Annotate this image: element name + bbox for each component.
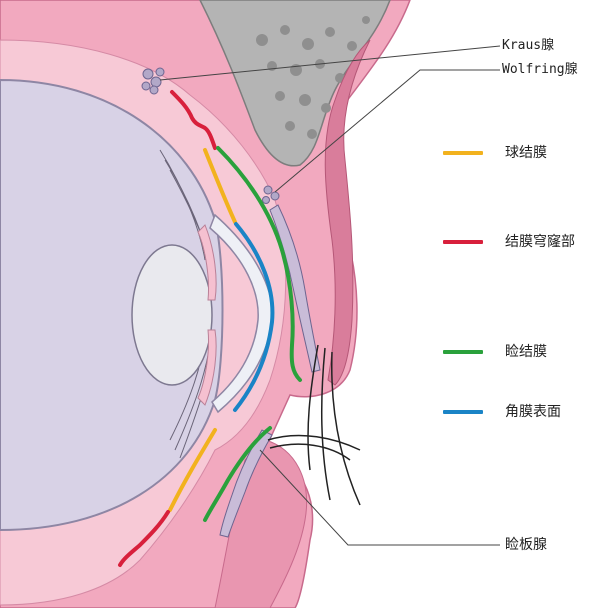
lower-meibomian-gland <box>219 429 273 538</box>
wolfring-gland <box>262 185 280 204</box>
palpebral-lower-line <box>203 426 272 522</box>
bulbar-lower-line <box>168 428 217 512</box>
eyeball <box>0 78 224 532</box>
legend-swatch-cornea <box>443 410 483 414</box>
eyelashes <box>267 344 361 506</box>
legend-label-palpebral: 睑结膜 <box>505 344 547 360</box>
fornix-lower-line <box>118 510 170 567</box>
kraus-gland <box>141 67 165 95</box>
lens <box>131 244 213 386</box>
fornix-upper-line <box>170 90 217 150</box>
legend-swatch-bulbar <box>443 151 483 155</box>
bulbar-upper-line <box>203 148 237 224</box>
wolfring-gland-label: Wolfring腺 <box>502 62 578 77</box>
legend-label-fornix: 结膜穹窿部 <box>505 234 575 250</box>
bone-texture <box>256 16 370 139</box>
cornea-surface-line <box>233 222 275 412</box>
legend-swatch-fornix <box>443 240 483 244</box>
legend-swatch-palpebral <box>443 350 483 354</box>
legend-label-bulbar: 球结膜 <box>505 145 547 161</box>
palpebral-upper-line <box>216 146 302 382</box>
upper-eyelid-muscle <box>324 39 371 386</box>
legend-label-cornea: 角膜表面 <box>505 404 561 420</box>
kraus-gland-label: Kraus腺 <box>502 38 555 53</box>
meibomian-gland-label: 睑板腺 <box>505 537 547 553</box>
leader-lines <box>159 45 501 546</box>
iris <box>197 224 217 406</box>
